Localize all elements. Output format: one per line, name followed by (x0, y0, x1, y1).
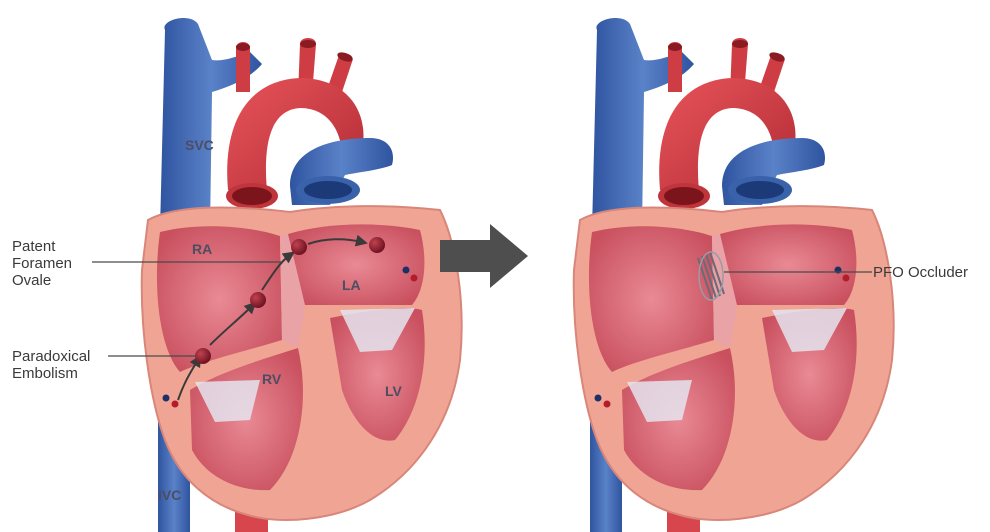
ivc-label: IVC (158, 487, 181, 503)
left-heart: SVC RA LA RV LV IVC (92, 18, 462, 532)
embolism-callout: Paradoxical Embolism (12, 348, 90, 382)
rv-label: RV (262, 371, 282, 387)
embolus-dot (291, 239, 307, 255)
occluder-label: PFO Occluder (873, 264, 968, 281)
lv-label: LV (385, 383, 403, 399)
la-label: LA (342, 277, 361, 293)
right-heart (574, 18, 894, 532)
ra-label: RA (192, 241, 212, 257)
pfo-label-line2: Foramen (12, 255, 72, 272)
pfo-label-line1: Patent (12, 238, 72, 255)
embolus-dot (195, 348, 211, 364)
svc-label: SVC (185, 137, 214, 153)
embolism-label-line1: Paradoxical (12, 348, 90, 365)
embolism-label-line2: Embolism (12, 365, 90, 382)
embolus-dot (250, 292, 266, 308)
occluder-callout: PFO Occluder (873, 264, 968, 281)
pfo-callout: Patent Foramen Ovale (12, 238, 72, 289)
pfo-label-line3: Ovale (12, 272, 72, 289)
embolus-dot (369, 237, 385, 253)
